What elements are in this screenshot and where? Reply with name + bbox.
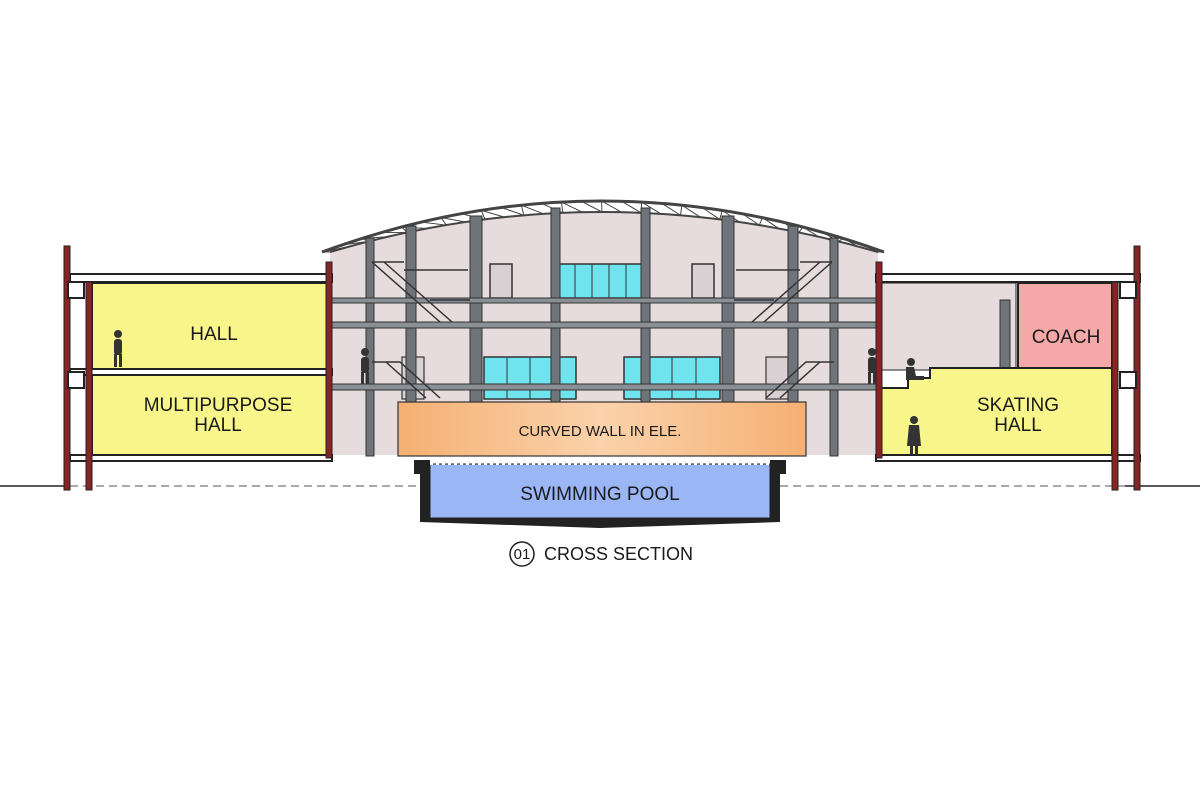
person-figure — [906, 358, 924, 380]
label-curved-wall: CURVED WALL IN ELE. — [519, 423, 682, 440]
label-hall: HALL — [190, 324, 238, 345]
room-labels: HALL MULTIPURPOSE HALL COACH SKATING HAL… — [144, 324, 1101, 505]
section-number: 01 — [514, 546, 531, 563]
person-figure — [114, 330, 122, 367]
label-multipurpose-line1: MULTIPURPOSE — [144, 395, 293, 416]
roof-truss — [321, 199, 885, 254]
left-wing — [63, 245, 333, 491]
label-skating-line1: SKATING — [977, 395, 1059, 416]
section-title: CROSS SECTION — [544, 544, 693, 564]
right-wing — [875, 245, 1141, 491]
curved-wall — [397, 401, 807, 457]
person-figure — [361, 348, 369, 384]
person-figure — [868, 348, 876, 384]
section-caption: 01 CROSS SECTION — [509, 541, 693, 567]
label-swimming-pool: SWIMMING POOL — [520, 484, 679, 505]
section-number-circle — [509, 541, 535, 567]
atrium-space — [330, 211, 878, 455]
swimming-pool — [414, 460, 786, 528]
atrium-stairs — [371, 261, 834, 399]
label-multipurpose-line2: HALL — [194, 415, 242, 436]
label-skating-line2: HALL — [994, 415, 1042, 436]
steel-columns — [365, 207, 839, 457]
label-coach: COACH — [1032, 327, 1101, 348]
person-figure — [907, 416, 921, 454]
human-figures — [114, 330, 924, 454]
truss-web-members — [321, 200, 884, 253]
